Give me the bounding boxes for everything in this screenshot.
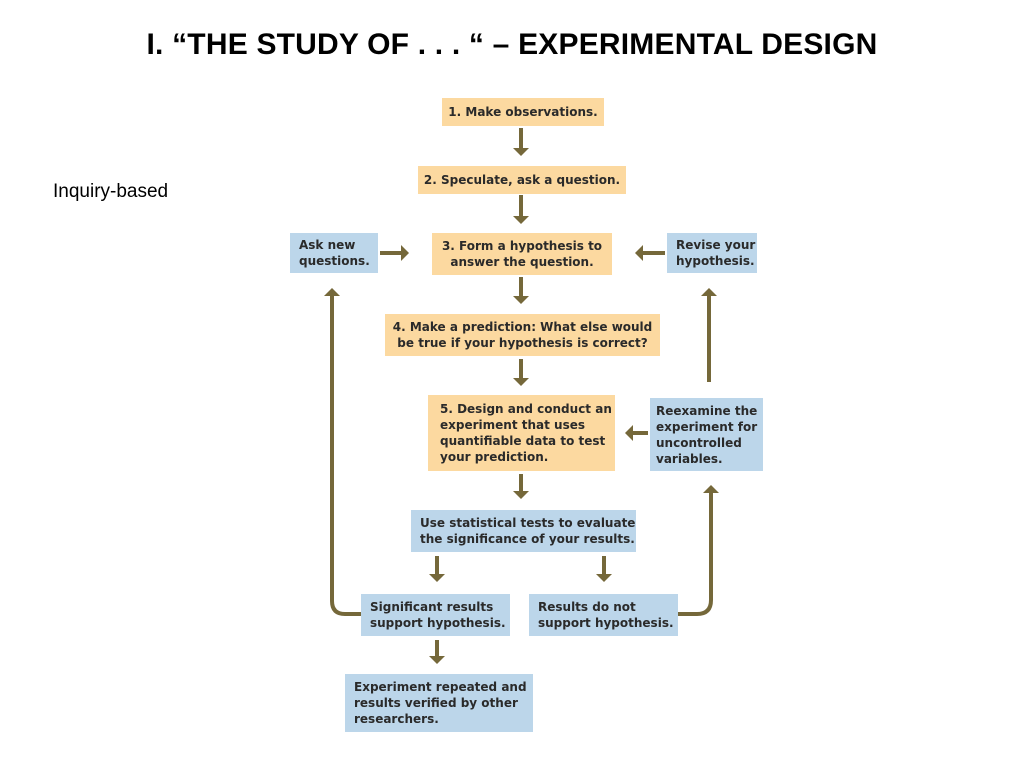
significant-results-box: Significant results support hypothesis.: [361, 594, 510, 636]
revise-hypothesis-box: Revise your hypothesis.: [667, 233, 757, 273]
arrow-notsupport-to-reexamine: [678, 485, 719, 616]
reexamine-experiment-box: Reexamine the experiment for uncontrolle…: [650, 398, 763, 471]
experiment-repeated-box: Experiment repeated and results verified…: [345, 674, 533, 732]
statistical-tests-box: Use statistical tests to evaluate the si…: [411, 510, 636, 552]
ask-new-questions-box: Ask new questions.: [290, 233, 378, 273]
results-not-support-box: Results do not support hypothesis.: [529, 594, 678, 636]
step-5-design-experiment: 5. Design and conduct an experiment that…: [428, 395, 615, 471]
side-label: Inquiry-based: [53, 181, 169, 202]
step-3-form-hypothesis: 3. Form a hypothesis to answer the quest…: [432, 233, 612, 275]
step-2-speculate: 2. Speculate, ask a question.: [418, 166, 626, 194]
slide-title: I. “THE STUDY OF . . . “ – EXPERIMENTAL …: [146, 28, 878, 61]
arrow-significant-to-asknew: [324, 288, 361, 616]
step-1-make-observations: 1. Make observations.: [442, 98, 604, 126]
step-4-make-prediction: 4. Make a prediction: What else would be…: [385, 314, 660, 356]
